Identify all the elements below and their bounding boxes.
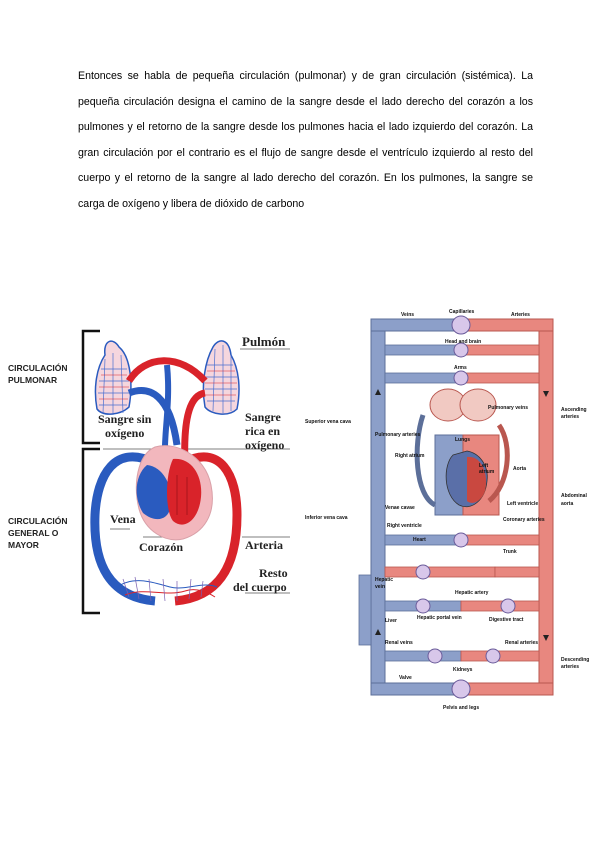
label-ascending-arteries-2: arteries: [561, 414, 579, 420]
label-kidneys: Kidneys: [453, 667, 473, 673]
label-arteries: Arteries: [511, 312, 530, 318]
label-hepatic-vein-2: vein: [375, 584, 385, 590]
label-arteria: Arteria: [245, 538, 283, 552]
label-descending-arteries-1: Descending: [561, 657, 589, 663]
label-sangre-rica-1: Sangre: [245, 410, 281, 424]
label-capillaries: Capillaries: [449, 309, 475, 315]
label-abdominal-aorta-1: Abdominal: [561, 493, 587, 499]
label-circ-general-2: GENERAL O: [8, 528, 59, 538]
label-veins: Veins: [401, 312, 414, 318]
label-descending-arteries-2: arteries: [561, 664, 579, 670]
heart-lungs-icon: [414, 388, 510, 516]
label-superior-vena-cava: Superior vena cava: [305, 419, 351, 425]
label-ascending-arteries-1: Ascending: [561, 407, 587, 413]
label-left-atrium-1: Left: [479, 463, 489, 469]
label-pelvis-legs: Pelvis and legs: [443, 705, 479, 711]
label-arms: Arms: [454, 365, 467, 371]
label-circ-pulmonar-1: CIRCULACIÓN: [8, 362, 68, 373]
label-pulmonary-arteries: Pulmonary arteries: [375, 432, 421, 438]
label-aorta: Aorta: [513, 466, 526, 472]
capillary-nodes: [415, 315, 516, 699]
label-heart: Heart: [413, 537, 426, 543]
label-liver: Liver: [385, 618, 397, 624]
circulation-diagram-es: CIRCULACIÓN PULMONAR CIRCULACIÓN GENERAL…: [8, 329, 290, 615]
label-hepatic-artery: Hepatic artery: [455, 590, 489, 596]
heart-icon: [135, 445, 213, 541]
label-inferior-vena-cava: Inferior vena cava: [305, 515, 348, 521]
label-pulmon: Pulmón: [242, 334, 286, 349]
bracket-pulmonar: [81, 329, 100, 445]
label-sangre-rica-3: oxígeno: [245, 438, 284, 452]
bracket-general: [81, 447, 100, 615]
capillary-bed-icon: [116, 576, 218, 602]
label-hepatic-portal-vein: Hepatic portal vein: [417, 615, 462, 621]
label-venae-cavae: Venae cavae: [385, 505, 415, 511]
label-circ-general-1: CIRCULACIÓN: [8, 515, 68, 526]
label-vena: Vena: [110, 512, 136, 526]
label-digestive-tract: Digestive tract: [489, 617, 524, 623]
label-sangre-sin-2: oxígeno: [105, 426, 144, 440]
label-sangre-rica-2: rica en: [245, 424, 280, 438]
body-paragraph: Entonces se habla de pequeña circulación…: [78, 70, 533, 210]
circulation-schematic-en: Veins Capillaries Arteries Head and brai…: [305, 309, 589, 711]
label-trunk: Trunk: [503, 549, 517, 555]
label-right-ventricle: Right ventricle: [387, 523, 422, 529]
label-circ-general-3: MAYOR: [8, 540, 39, 550]
label-circ-pulmonar-2: PULMONAR: [8, 375, 57, 385]
label-resto-2: del cuerpo: [233, 580, 287, 594]
label-pulmonary-veins: Pulmonary veins: [488, 405, 528, 411]
label-corazon: Corazón: [139, 540, 183, 554]
label-left-ventricle: Left ventricle: [507, 501, 538, 507]
label-abdominal-aorta-2: aorta: [561, 501, 573, 507]
label-sangre-sin-1: Sangre sin: [98, 412, 152, 426]
label-renal-arteries: Renal arteries: [505, 640, 538, 646]
label-head-brain: Head and brain: [445, 339, 481, 345]
label-right-atrium: Right atrium: [395, 453, 425, 459]
left-lung-icon: [94, 340, 132, 415]
label-valve: Valve: [399, 675, 412, 681]
right-lung-icon: [202, 340, 240, 415]
label-lungs: Lungs: [455, 437, 470, 443]
label-hepatic-vein-1: Hepatic: [375, 577, 393, 583]
label-coronary-arteries: Coronary arteries: [503, 517, 545, 523]
label-renal-veins: Renal veins: [385, 640, 413, 646]
label-left-atrium-2: atrium: [479, 469, 495, 475]
label-resto-1: Resto: [259, 566, 288, 580]
